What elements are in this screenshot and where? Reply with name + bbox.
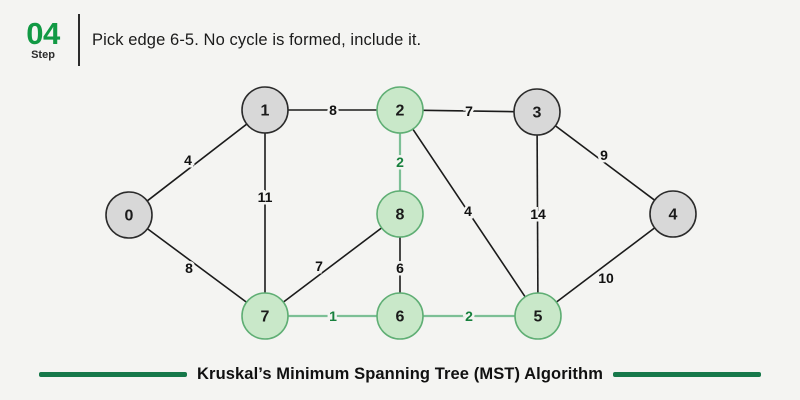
- node-label-7: 7: [261, 309, 270, 326]
- graph-edge-2-5: [412, 128, 526, 298]
- edge-weight-2-8: 2: [396, 154, 404, 170]
- node-label-3: 3: [533, 105, 542, 122]
- graph-edge-0-1: [146, 123, 248, 202]
- footer-caption: Kruskal’s Minimum Spanning Tree (MST) Al…: [197, 365, 603, 383]
- node-circle-6[interactable]: [376, 292, 424, 340]
- edge-weight-2-5: 4: [464, 203, 472, 219]
- edge-weight-3-4: 9: [600, 147, 608, 163]
- header-divider: [78, 14, 80, 66]
- step-word-label: Step: [31, 49, 55, 62]
- graph-node-6[interactable]: 6: [376, 292, 424, 340]
- node-circle-5[interactable]: [514, 292, 562, 340]
- node-label-8: 8: [396, 207, 405, 224]
- graph-node-3[interactable]: 3: [513, 88, 561, 136]
- node-label-6: 6: [396, 309, 405, 326]
- node-label-1: 1: [261, 103, 270, 120]
- footer-rule-left: [39, 372, 188, 377]
- graph-node-0[interactable]: 0: [105, 191, 153, 239]
- footer-rule-right: [612, 372, 761, 377]
- graph-node-2[interactable]: 2: [376, 86, 424, 134]
- node-circle-8[interactable]: [376, 190, 424, 238]
- node-circle-7[interactable]: [241, 292, 289, 340]
- graph-node-5[interactable]: 5: [514, 292, 562, 340]
- graph-edge-3-5: [536, 134, 539, 294]
- edge-weight-1-7: 11: [258, 189, 273, 205]
- edge-weight-5-6: 2: [465, 308, 473, 324]
- node-circle-1[interactable]: [241, 86, 289, 134]
- node-label-4: 4: [669, 207, 678, 224]
- edge-weight-4-5: 10: [598, 270, 614, 286]
- graph-edge-4-5: [555, 227, 656, 303]
- step-header: 04 Step Pick edge 6-5. No cycle is forme…: [16, 14, 421, 66]
- graph-edge-3-4: [554, 125, 656, 201]
- node-circle-3[interactable]: [513, 88, 561, 136]
- node-label-5: 5: [534, 309, 543, 326]
- graph-edge-0-7: [146, 228, 248, 303]
- node-label-2: 2: [396, 103, 405, 120]
- graph-edge-labels-layer: 4 8 8 11 7 2 4 9 14 10 2 1 6 7: [182, 100, 617, 327]
- edge-weight-1-2: 8: [329, 102, 337, 118]
- graph-nodes-layer: 0 1 2 3 4 5 6 7 8: [105, 86, 697, 340]
- step-number: 04: [26, 15, 60, 51]
- graph-edge-2-3: [422, 109, 515, 113]
- graph-node-7[interactable]: 7: [241, 292, 289, 340]
- graph-node-4[interactable]: 4: [649, 190, 697, 238]
- node-label-0: 0: [125, 208, 134, 225]
- graph-node-8[interactable]: 8: [376, 190, 424, 238]
- step-instruction: Pick edge 6-5. No cycle is formed, inclu…: [92, 30, 422, 49]
- edge-weight-7-8: 7: [315, 258, 323, 274]
- edge-weight-0-7: 8: [185, 260, 193, 276]
- edge-weight-6-7: 1: [329, 308, 337, 324]
- footer-caption-bar: Kruskal’s Minimum Spanning Tree (MST) Al…: [0, 365, 800, 384]
- graph-node-1[interactable]: 1: [241, 86, 289, 134]
- node-circle-0[interactable]: [105, 191, 153, 239]
- node-circle-2[interactable]: [376, 86, 424, 134]
- node-circle-4[interactable]: [649, 190, 697, 238]
- edge-weight-6-8: 6: [396, 260, 404, 276]
- graph-edges-layer: [146, 109, 656, 318]
- edge-weight-3-5: 14: [530, 206, 546, 222]
- step-badge: 04 Step: [16, 14, 76, 66]
- edge-weight-2-3: 7: [465, 103, 473, 119]
- graph-edge-7-8: [282, 227, 383, 303]
- edge-weight-0-1: 4: [184, 152, 192, 168]
